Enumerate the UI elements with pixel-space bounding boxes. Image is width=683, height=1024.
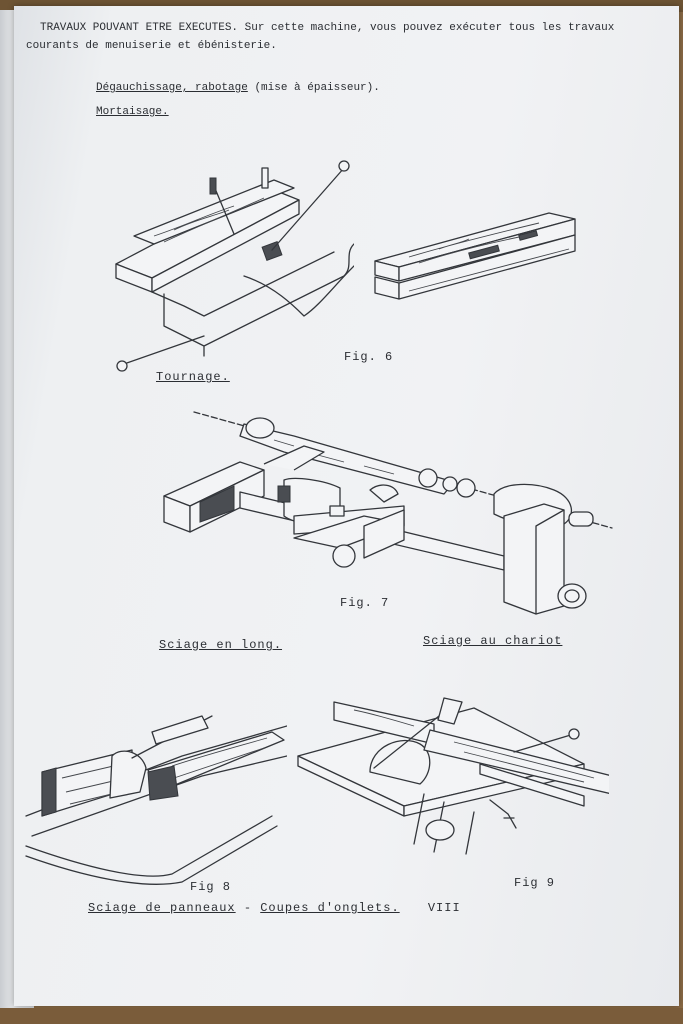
- document-page: TRAVAUX POUVANT ETRE EXECUTES. Sur cette…: [14, 6, 679, 1006]
- heading-line-2: courants de menuiserie et ébénisterie.: [26, 40, 277, 52]
- page-number: VIII: [427, 901, 461, 915]
- wood-background-bottom: [0, 1008, 683, 1024]
- item-degauchissage-suffix: (mise à épaisseur).: [254, 82, 380, 94]
- footer-caption: Sciage de panneaux - Coupes d'onglets. V…: [88, 901, 461, 915]
- fig6-mortise-machine-illustration: [104, 156, 354, 376]
- fig9-carriage-saw-illustration: [294, 694, 609, 869]
- heading-line-1: TRAVAUX POUVANT ETRE EXECUTES. Sur cette…: [40, 22, 615, 34]
- footer-right-label: Coupes d'onglets.: [260, 901, 400, 915]
- section-tournage: Tournage.: [156, 370, 230, 384]
- item-degauchissage: Dégauchissage, rabotage (mise à épaisseu…: [96, 82, 380, 94]
- fig6-caption: Fig. 6: [344, 350, 394, 364]
- fig8-rip-saw-illustration: [22, 696, 287, 886]
- item-mortaisage: Mortaisage.: [96, 106, 169, 118]
- fig8-caption: Fig 8: [190, 880, 232, 894]
- bleed-through-text: [134, 378, 139, 388]
- fig7-lathe-illustration: [144, 406, 614, 621]
- fig9-caption: Fig 9: [514, 876, 556, 890]
- footer-left-label: Sciage de panneaux: [88, 901, 236, 915]
- item-degauchissage-label: Dégauchissage, rabotage: [96, 82, 248, 94]
- footer-separator: -: [243, 901, 253, 915]
- section-sciage-au-chariot: Sciage au chariot: [423, 634, 563, 648]
- fig6-mortised-board-illustration: [369, 201, 589, 311]
- fig7-caption: Fig. 7: [340, 596, 390, 610]
- section-sciage-en-long: Sciage en long.: [159, 638, 283, 652]
